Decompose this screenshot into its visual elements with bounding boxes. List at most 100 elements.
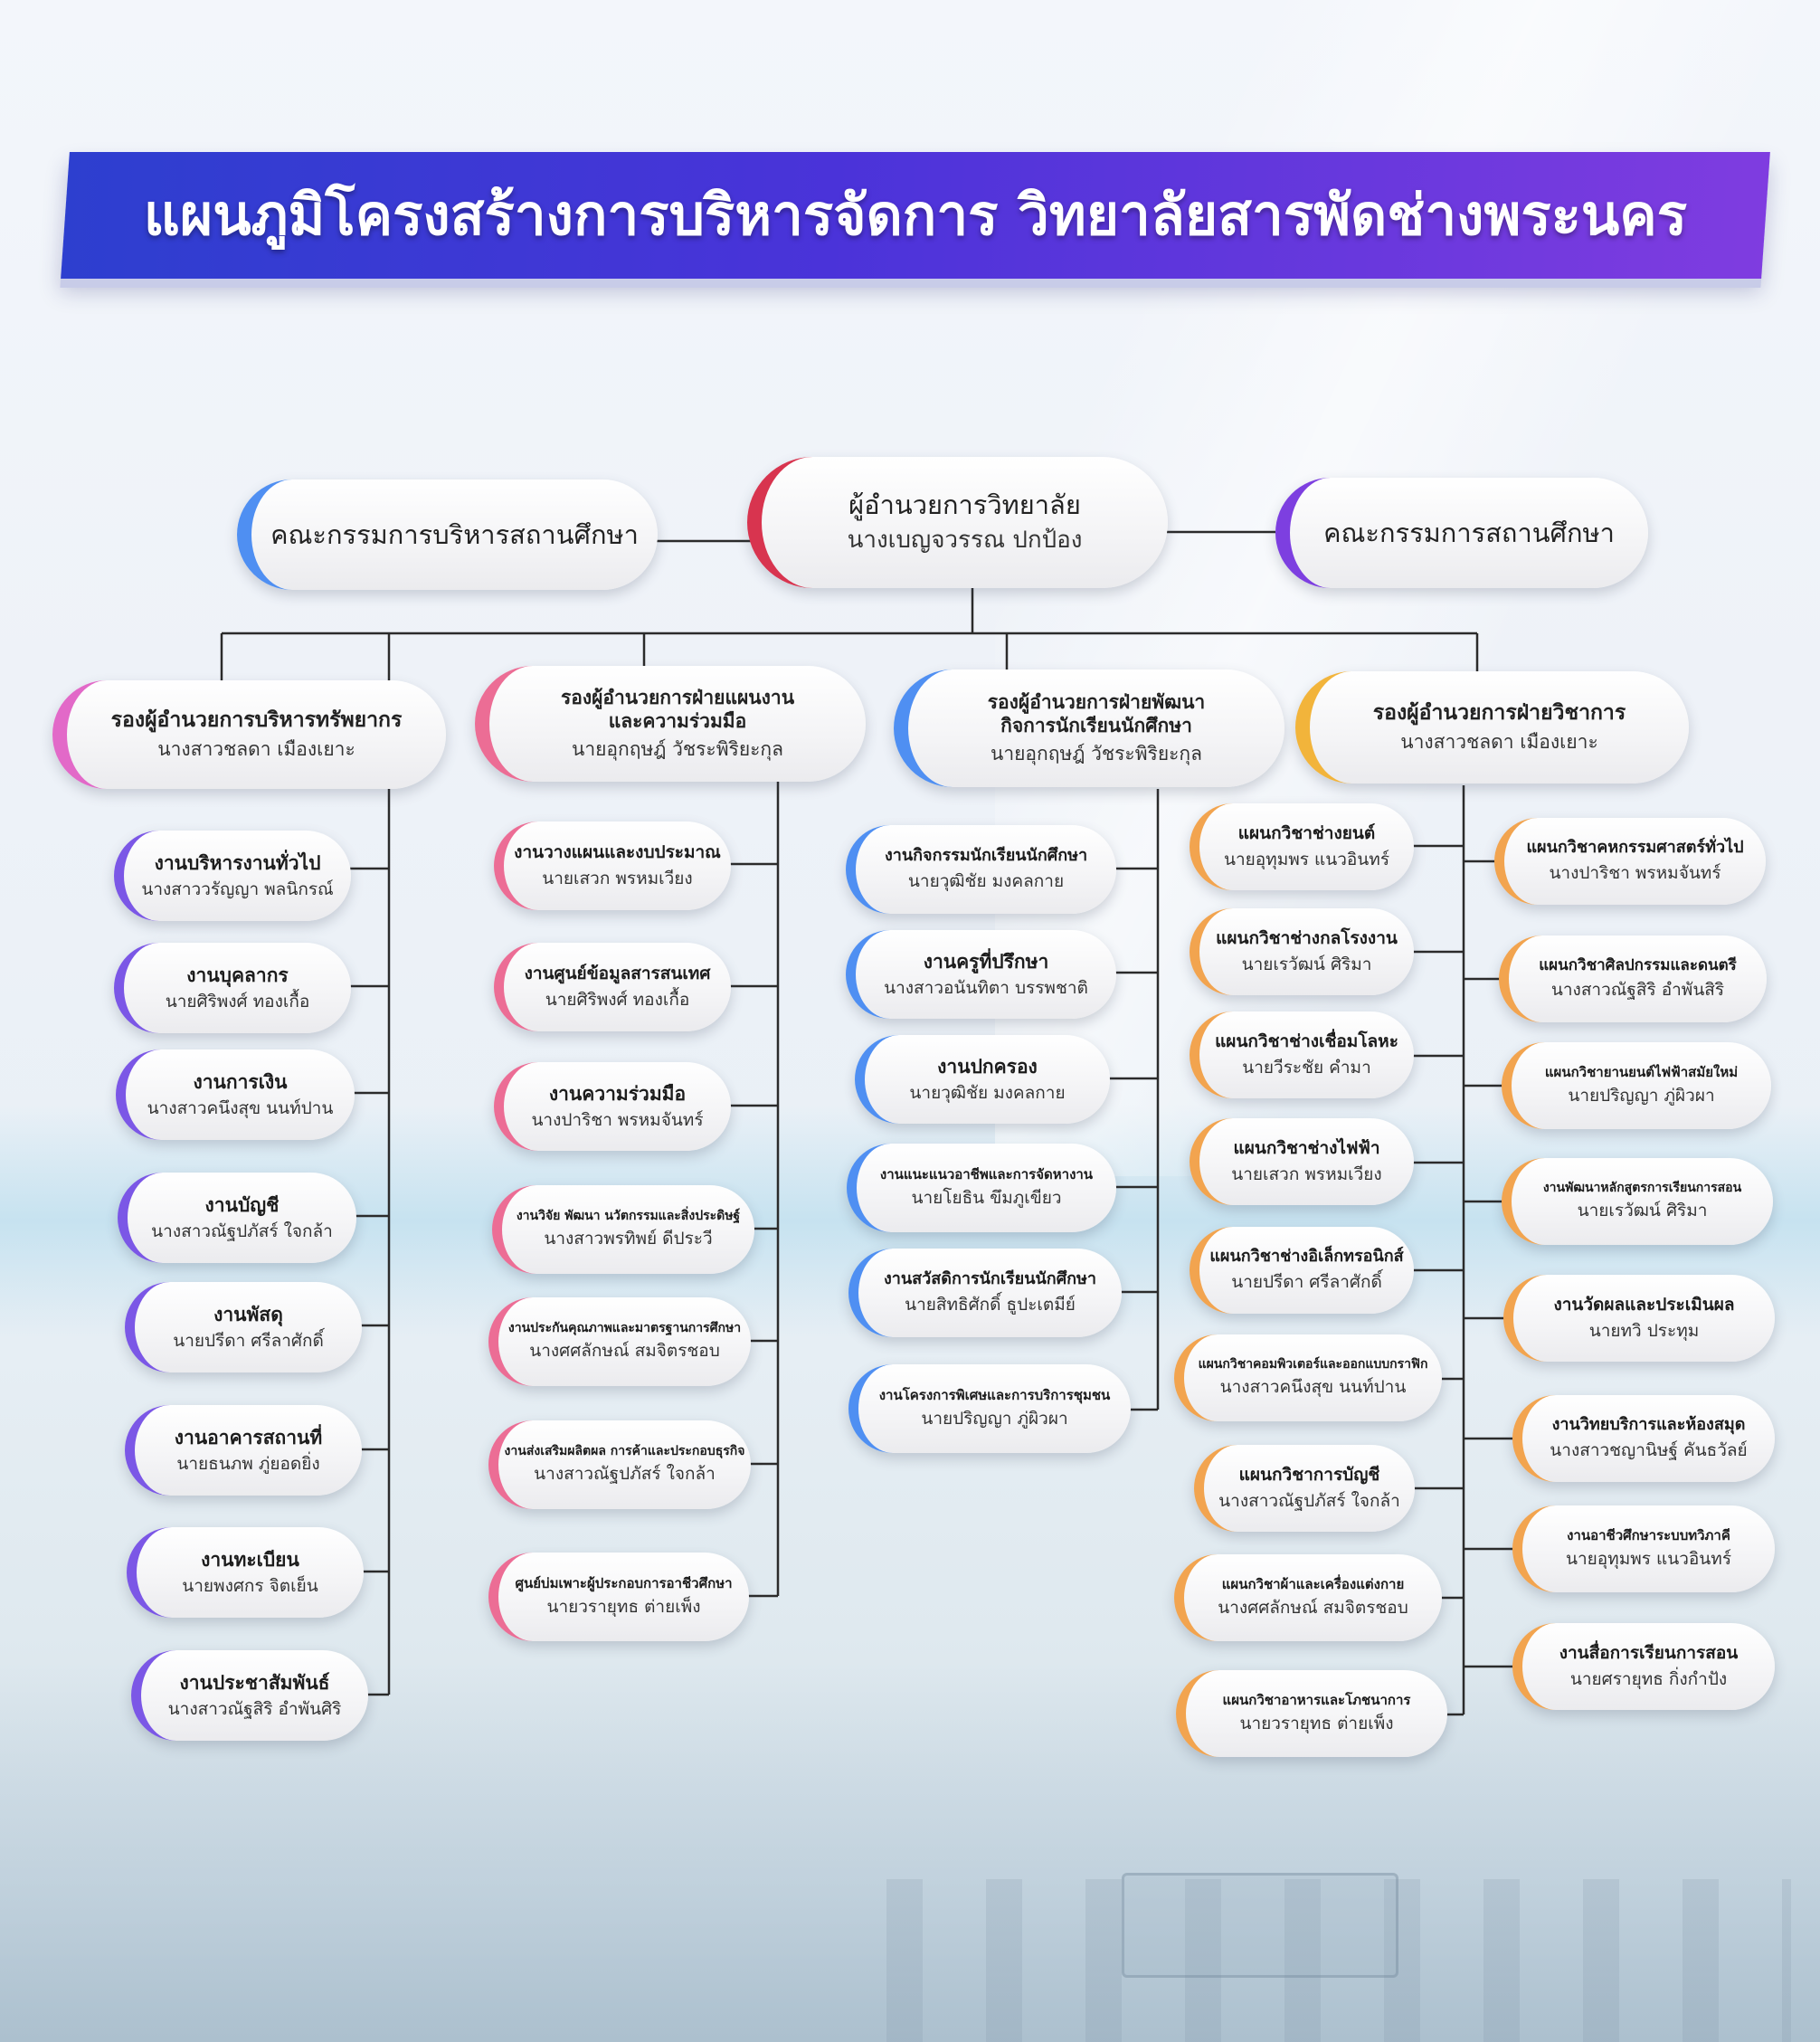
col1-item-name: นางสาวณัฐปภัสร์ ใจกล้า — [151, 1220, 333, 1241]
col4b-item-name: นางสาวชญานิษฐ์ คันธวัลย์ — [1550, 1439, 1748, 1460]
col1-item-name: นางสาวคนึงสุข นนท์ปาน — [147, 1097, 334, 1118]
col4a-item-name: นายอุทุมพร แนวอินทร์ — [1223, 849, 1390, 869]
col4b-item-assessment: งานวัดผลและประเมินผล นายทวิ ประทุม — [1503, 1275, 1775, 1362]
col1-item-name: นางสาววรัญญา พลนิกรณ์ — [141, 879, 334, 899]
deputy-student-affairs-title: รองผู้อำนวยการฝ่ายพัฒนา — [987, 691, 1206, 714]
deputy-planning-box: รองผู้อำนวยการฝ่ายแผนงาน และความร่วมมือ … — [475, 666, 866, 782]
col4b-item-title: แผนกวิชาคหกรรมศาสตร์ทั่วไป — [1526, 838, 1744, 858]
col2-item-business-promotion: งานส่งเสริมผลิตผล การค้าและประกอบธุรกิจ … — [488, 1420, 751, 1509]
col1-item-title: งานทะเบียน — [201, 1548, 299, 1571]
deputy-academic-title: รองผู้อำนวยการฝ่ายวิชาการ — [1372, 700, 1626, 725]
col4a-item-title: แผนกวิชาช่างกลโรงงาน — [1216, 927, 1398, 948]
col4a-item-title: แผนกวิชาผ้าและเครื่องแต่งกาย — [1221, 1576, 1405, 1593]
col4a-item-welding: แผนกวิชาช่างเชื่อมโลหะ นายวีระชัย คำมา — [1190, 1012, 1414, 1098]
col4b-item-title: งานวัดผลและประเมินผล — [1553, 1294, 1735, 1315]
col4a-item-accounting-dept: แผนกวิชาการบัญชี นางสาวณัฐปภัสร์ ใจกล้า — [1194, 1445, 1415, 1532]
col4b-item-electric-vehicles: แผนกวิชายานยนต์ไฟฟ้าสมัยใหม่ นายปริญญา ภ… — [1502, 1042, 1771, 1129]
background-college-sign — [1122, 1873, 1398, 1978]
col4b-item-library: งานวิทยบริการและห้องสมุด นางสาวชญานิษฐ์ … — [1512, 1395, 1775, 1482]
col2-item-title: ศูนย์บ่มเพาะผู้ประกอบการอาชีวศึกษา — [515, 1575, 733, 1592]
col1-item-title: งานอาคารสถานที่ — [174, 1426, 323, 1448]
col1-item-title: งานบุคลากร — [186, 964, 289, 986]
col3-item-title: งานแนะแนวอาชีพและการจัดหางาน — [879, 1166, 1094, 1183]
col4a-item-computer-graphics: แผนกวิชาคอมพิวเตอร์และออกแบบกราฟิก นางสา… — [1174, 1334, 1442, 1421]
deputy-planning-name: นายอุกฤษฎ์ วัชระพิริยะกุล — [571, 737, 783, 760]
col3-item-title: งานครูที่ปรึกษา — [923, 950, 1049, 973]
col4b-item-title: แผนกวิชายานยนต์ไฟฟ้าสมัยใหม่ — [1544, 1064, 1739, 1081]
col3-item-title: งานโครงการพิเศษและการบริการชุมชน — [878, 1387, 1111, 1404]
board-admin-box: คณะกรรมการบริหารสถานศึกษา — [237, 480, 658, 590]
deputy-student-affairs-title-2: กิจการนักเรียนนักศึกษา — [1000, 715, 1192, 737]
director-name: นางเบญจวรรณ ปกป้อง — [847, 526, 1083, 554]
director-title: ผู้อำนวยการวิทยาลัย — [848, 489, 1081, 521]
col1-item-name: นายศิริพงศ์ ทองเกื้อ — [165, 991, 310, 1012]
col1-item-title: งานพัสดุ — [213, 1303, 283, 1325]
col3-item-career-guidance: งานแนะแนวอาชีพและการจัดหางาน นายโยธิน ขึ… — [847, 1144, 1116, 1232]
col1-item-name: นายธนภพ ภู่ยอดยิ่ง — [176, 1453, 320, 1474]
col2-item-title: งานวิจัย พัฒนา นวัตกรรมและสิ่งประดิษฐ์ — [516, 1208, 741, 1223]
col4a-item-fashion: แผนกวิชาผ้าและเครื่องแต่งกาย นางศศลักษณ์… — [1174, 1554, 1442, 1641]
deputy-academic-name: นางสาวชลดา เมืองเยาะ — [1400, 730, 1598, 753]
col4a-item-name: นางสาวณัฐปภัสร์ ใจกล้า — [1218, 1490, 1400, 1511]
col2-item-title: งานวางแผนและงบประมาณ — [514, 841, 721, 862]
board-box: คณะกรรมการสถานศึกษา — [1275, 478, 1648, 588]
deputy-student-affairs-name: นายอุกฤษฎ์ วัชระพิริยะกุล — [990, 742, 1202, 765]
col4b-item-title: งานอาชีวศึกษาระบบทวิภาคี — [1567, 1527, 1730, 1544]
col3-item-special-projects: งานโครงการพิเศษและการบริการชุมชน นายปริญ… — [848, 1364, 1131, 1453]
deputy-resources-name: นางสาวชลดา เมืองเยาะ — [157, 737, 355, 760]
col4b-item-arts-music: แผนกวิชาศิลปกรรมและดนตรี นางสาวณัฐสิริ อ… — [1499, 936, 1767, 1022]
col4b-item-name: นางสาวณัฐสิริ อำพันสิริ — [1550, 980, 1725, 1001]
col3-item-title: งานสวัสดิการนักเรียนนักศึกษา — [883, 1269, 1097, 1289]
deputy-resources-title: รองผู้อำนวยการบริหารทรัพยากร — [110, 708, 403, 732]
deputy-academic-box: รองผู้อำนวยการฝ่ายวิชาการ นางสาวชลดา เมื… — [1295, 671, 1689, 784]
col3-item-title: งานปกครอง — [937, 1055, 1038, 1078]
col2-item-research-innovation: งานวิจัย พัฒนา นวัตกรรมและสิ่งประดิษฐ์ น… — [492, 1185, 754, 1274]
col1-item-title: งานบริหารงานทั่วไป — [154, 851, 321, 874]
col2-item-information-center: งานศูนย์ข้อมูลสารสนเทศ นายศิริพงศ์ ทองเก… — [494, 943, 731, 1031]
col2-item-name: นางสาวพรทิพย์ ดีประวี — [544, 1229, 713, 1249]
col4b-item-home-economics: แผนกวิชาคหกรรมศาสตร์ทั่วไป นางปาริชา พรห… — [1494, 818, 1766, 905]
col3-item-student-activities: งานกิจกรรมนักเรียนนักศึกษา นายวุฒิชัย มง… — [846, 825, 1116, 914]
col4a-item-machine-shop: แผนกวิชาช่างกลโรงงาน นายเรวัฒน์ ศิริมา — [1190, 908, 1414, 995]
col3-item-name: นายโยธิน ขึมภูเขียว — [911, 1188, 1062, 1209]
col3-item-student-welfare: งานสวัสดิการนักเรียนนักศึกษา นายสิทธิศัก… — [848, 1249, 1122, 1337]
deputy-planning-title: รองผู้อำนวยการฝ่ายแผนงาน — [560, 687, 795, 709]
col4b-item-name: นายอุทุมพร แนวอินทร์ — [1565, 1549, 1732, 1570]
col4a-item-name: นางศศลักษณ์ สมจิตรชอบ — [1218, 1598, 1408, 1619]
col3-item-name: นางสาวอนันทิตา บรรพชาติ — [884, 977, 1088, 998]
col4b-item-name: นางปาริชา พรหมจันทร์ — [1549, 862, 1721, 883]
col4b-item-title: งานสื่อการเรียนการสอน — [1559, 1642, 1739, 1663]
col4b-item-teaching-media: งานสื่อการเรียนการสอน นายศรายุทธ กิ่งกำป… — [1512, 1623, 1775, 1710]
col4a-item-title: แผนกวิชาคอมพิวเตอร์และออกแบบกราฟิก — [1198, 1356, 1428, 1372]
col3-item-title: งานกิจกรรมนักเรียนนักศึกษา — [884, 846, 1088, 866]
col1-item-public-relations: งานประชาสัมพันธ์ นางสาวณัฐสิริ อำพันศิริ — [131, 1650, 368, 1741]
board-title: คณะกรรมการสถานศึกษา — [1323, 517, 1615, 548]
col2-item-name: นายวรายุทธ ต่ายเพ็ง — [546, 1597, 701, 1618]
col2-item-name: นายเสวก พรหมเวียง — [542, 868, 693, 888]
col1-item-registration: งานทะเบียน นายพงศกร จิตเย็น — [127, 1527, 364, 1618]
col2-item-name: นายศิริพงศ์ ทองเกื้อ — [545, 989, 690, 1010]
col2-item-title: งานประกันคุณภาพและมาตรฐานการศึกษา — [507, 1320, 742, 1335]
col3-item-name: นายวุฒิชัย มงคลกาย — [907, 870, 1065, 891]
col1-item-personnel: งานบุคลากร นายศิริพงศ์ ทองเกื้อ — [114, 943, 351, 1033]
col3-item-name: นายวุฒิชัย มงคลกาย — [909, 1082, 1066, 1103]
deputy-planning-title-2: และความร่วมมือ — [608, 710, 747, 733]
col4b-item-name: นายศรายุทธ กิ่งกำปัง — [1569, 1668, 1728, 1689]
col1-item-name: นายปรีดา ศรีลาศักดิ์ — [173, 1330, 324, 1351]
col3-item-name: นายสิทธิศักดิ์ ธูปะเตมีย์ — [905, 1294, 1076, 1315]
director-box: ผู้อำนวยการวิทยาลัย นางเบญจวรรณ ปกป้อง — [747, 457, 1168, 588]
col1-item-title: งานประชาสัมพันธ์ — [179, 1671, 330, 1694]
col4a-item-name: นายเสวก พรหมเวียง — [1231, 1163, 1382, 1184]
col4a-item-electronics: แผนกวิชาช่างอิเล็กทรอนิกส์ นายปรีดา ศรีล… — [1190, 1227, 1414, 1314]
col4a-item-title: แผนกวิชาอาหารและโภชนาการ — [1222, 1692, 1411, 1709]
col4a-item-name: นายปรีดา ศรีลาศักดิ์ — [1231, 1271, 1382, 1292]
col3-item-name: นายปริญญา ภู่ผิวผา — [921, 1409, 1068, 1429]
col1-item-title: งานบัญชี — [204, 1193, 280, 1216]
col4a-item-name: นายวีระชัย คำมา — [1242, 1057, 1371, 1078]
deputy-student-affairs-box: รองผู้อำนวยการฝ่ายพัฒนา กิจการนักเรียนนั… — [894, 670, 1284, 787]
deputy-resources-box: รองผู้อำนวยการบริหารทรัพยากร นางสาวชลดา … — [52, 680, 446, 789]
col2-item-name: นางสาวณัฐปภัสร์ ใจกล้า — [534, 1464, 716, 1485]
col4a-item-title: แผนกวิชาการบัญชี — [1238, 1464, 1380, 1485]
col4b-item-name: นายปริญญา ภู่ผิวผา — [1568, 1086, 1715, 1106]
